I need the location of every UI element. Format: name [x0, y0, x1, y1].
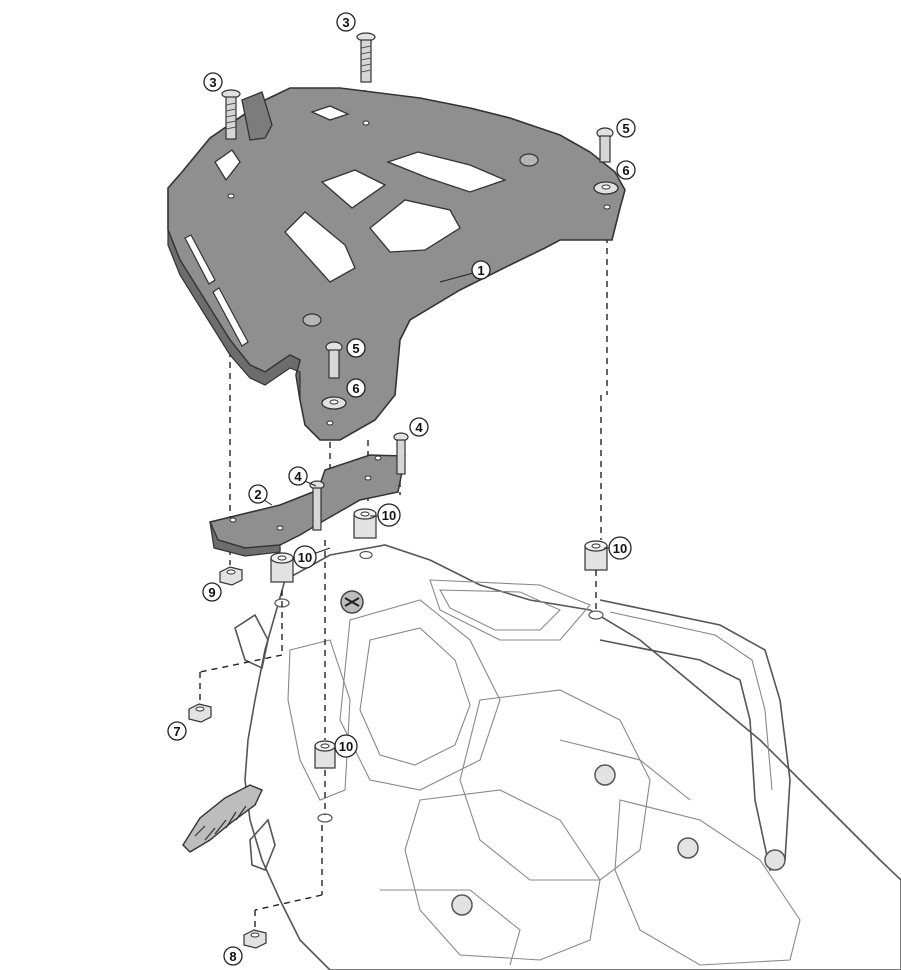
svg-text:7: 7 — [173, 724, 180, 739]
svg-text:10: 10 — [613, 541, 627, 556]
svg-text:5: 5 — [622, 121, 629, 136]
svg-text:5: 5 — [352, 341, 359, 356]
screw-part-4-right — [393, 432, 409, 475]
svg-text:4: 4 — [294, 469, 302, 484]
svg-text:2: 2 — [254, 487, 261, 502]
nut-part-9 — [219, 566, 243, 586]
motorcycle-rear-frame — [182, 544, 901, 970]
svg-text:4: 4 — [415, 420, 423, 435]
spacer-part-10-d — [314, 740, 336, 769]
svg-text:10: 10 — [382, 508, 396, 523]
spacer-part-10-c — [584, 540, 608, 571]
callout-3-top: 3 — [336, 12, 356, 32]
washer-part-6-right — [593, 181, 619, 195]
svg-text:6: 6 — [622, 163, 629, 178]
svg-text:6: 6 — [352, 381, 359, 396]
callout-8: 8 — [223, 946, 243, 966]
nut-part-8 — [243, 929, 267, 949]
screw-part-3-top — [356, 32, 376, 83]
spacer-part-10-b — [270, 552, 294, 583]
svg-text:1: 1 — [477, 263, 484, 278]
callout-10-d: 10 — [334, 734, 358, 758]
callout-9: 9 — [202, 582, 222, 602]
callout-1: 1 — [471, 260, 491, 280]
callout-10-b: 10 — [293, 545, 317, 569]
callout-7: 7 — [167, 721, 187, 741]
rack-plate-part-1 — [167, 87, 626, 441]
svg-text:10: 10 — [298, 550, 312, 565]
screw-part-4-left — [309, 480, 325, 531]
callout-3-left: 3 — [203, 72, 223, 92]
svg-text:3: 3 — [342, 15, 349, 30]
screw-part-5-right — [596, 127, 614, 163]
svg-text:10: 10 — [339, 739, 353, 754]
nut-part-7 — [188, 703, 212, 723]
callout-5-mid: 5 — [346, 338, 366, 358]
callout-6-right: 6 — [616, 160, 636, 180]
callout-5-right: 5 — [616, 118, 636, 138]
callout-10-a: 10 — [377, 503, 401, 527]
screw-part-3-left — [221, 89, 241, 140]
callout-2: 2 — [248, 484, 268, 504]
screw-part-5-mid — [325, 341, 343, 379]
washer-part-6-mid — [321, 396, 347, 410]
callout-10-c: 10 — [608, 536, 632, 560]
svg-text:9: 9 — [208, 585, 215, 600]
callout-4-left: 4 — [288, 466, 308, 486]
svg-text:8: 8 — [229, 949, 236, 964]
callout-6-mid: 6 — [346, 378, 366, 398]
spacer-part-10-a — [353, 508, 377, 539]
svg-text:3: 3 — [209, 75, 216, 90]
adapter-plate-part-2 — [208, 454, 406, 557]
callout-4-right: 4 — [409, 417, 429, 437]
